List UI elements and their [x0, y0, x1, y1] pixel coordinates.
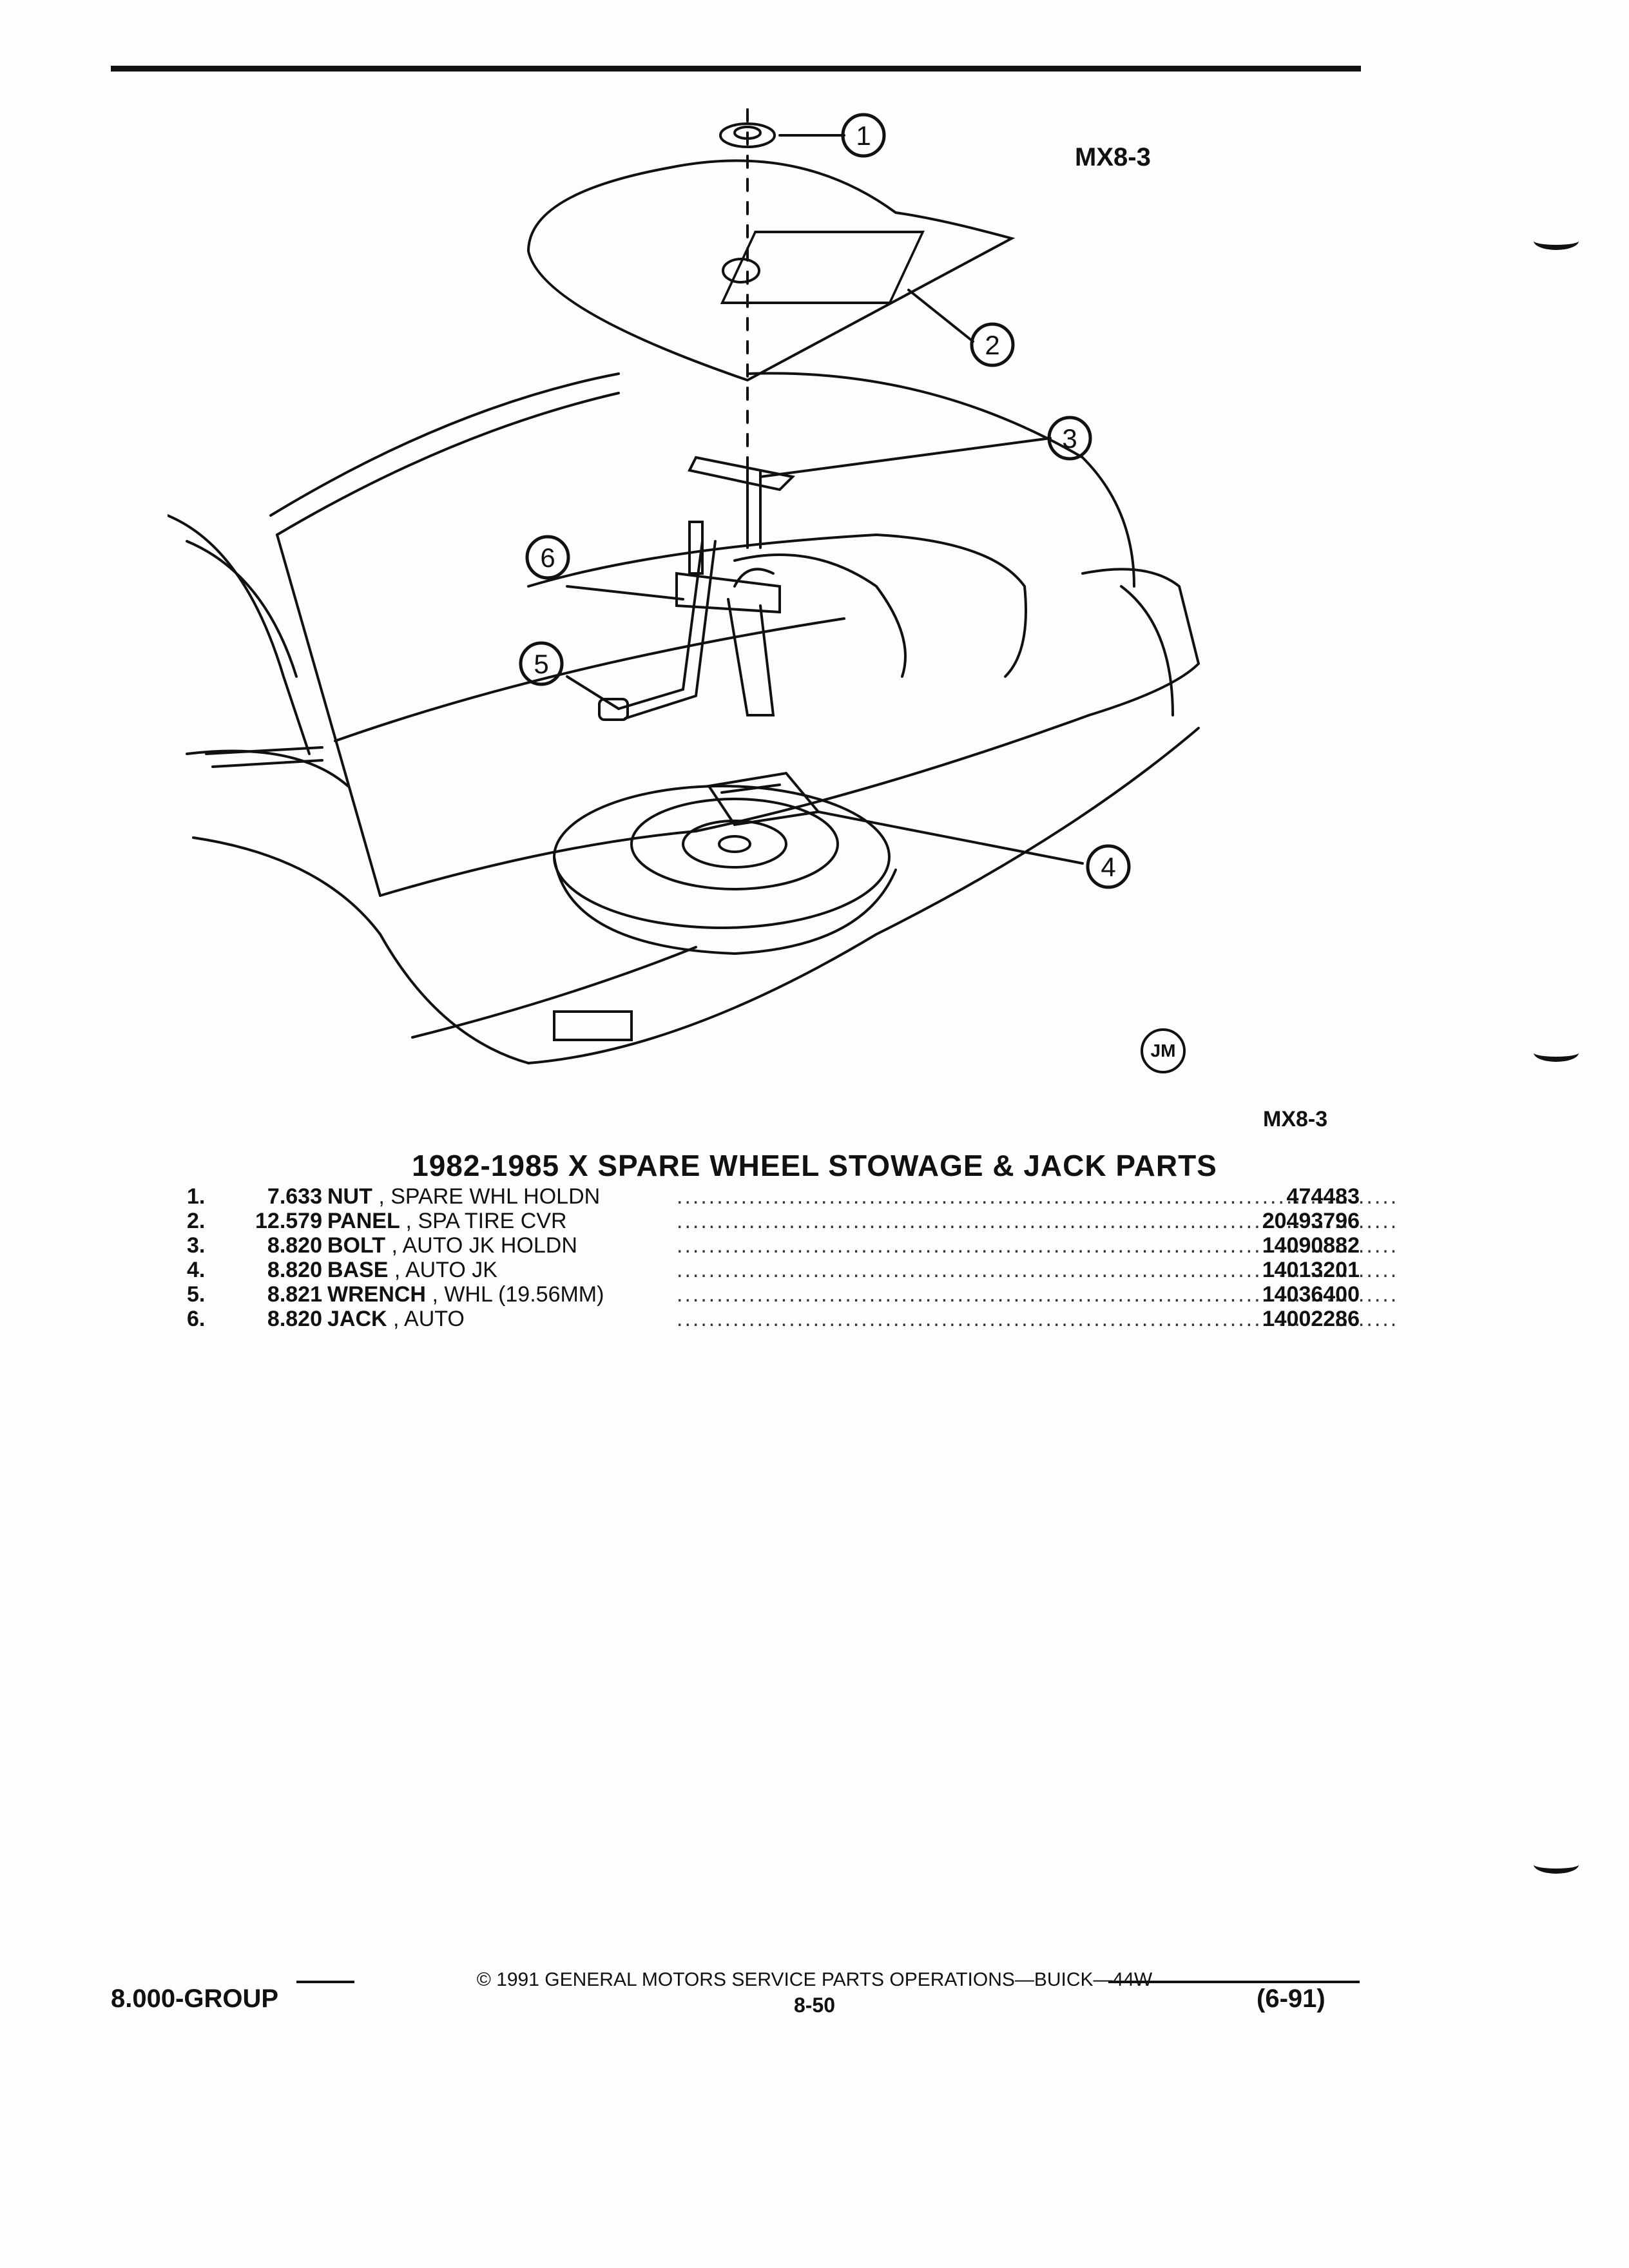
group-number: 8.820: [267, 1258, 322, 1282]
group-number: 12.579: [255, 1209, 322, 1233]
part-number: 14013201: [1262, 1258, 1360, 1282]
parts-list-title: 1982-1985 X SPARE WHEEL STOWAGE & JACK P…: [412, 1149, 1217, 1182]
part-name: JACK , AUTO: [327, 1307, 465, 1331]
figure-reference-bottom: MX8-3: [1263, 1107, 1328, 1131]
parts-row: 2. 12.579 PANEL , SPA TIRE CVR .........…: [187, 1209, 1398, 1233]
parts-row: 4. 8.820 BASE , AUTO JK ................…: [187, 1258, 1398, 1282]
item-number: 6.: [187, 1307, 206, 1331]
item-number: 4.: [187, 1258, 206, 1282]
vehicle-outline: [168, 372, 1200, 1064]
callout-1: 1: [856, 120, 871, 151]
auto-jack: [675, 521, 781, 716]
callout-4: 4: [1101, 852, 1115, 882]
group-number: 8.821: [267, 1282, 322, 1307]
footer-copyright: © 1991 GENERAL MOTORS SERVICE PARTS OPER…: [476, 1969, 1153, 1990]
part-name: WRENCH , WHL (19.56MM): [327, 1282, 604, 1307]
part-name: BOLT , AUTO JK HOLDN: [327, 1233, 577, 1258]
parts-row: 1. 7.633 NUT , SPARE WHL HOLDN .........…: [187, 1184, 1398, 1209]
binding-mark: [1534, 1856, 1579, 1874]
item-number: 5.: [187, 1282, 206, 1307]
callout-5: 5: [534, 649, 548, 679]
part-number: 14036400: [1262, 1282, 1360, 1307]
parts-row: 6. 8.820 JACK , AUTO ...................…: [187, 1307, 1398, 1331]
callout-3: 3: [1062, 423, 1077, 454]
callout-circles: [519, 113, 1131, 889]
jack-holddown-bolt: [688, 456, 796, 549]
callout-6: 6: [540, 543, 555, 573]
footer-date: (6-91): [1257, 1984, 1325, 2013]
group-number: 7.633: [267, 1184, 322, 1209]
leader-dots: ........................................…: [677, 1209, 1398, 1233]
top-rule: [111, 66, 1361, 72]
illustrator-mark: JM: [1141, 1028, 1186, 1073]
part-name: PANEL , SPA TIRE CVR: [327, 1209, 567, 1233]
leader-dots: ........................................…: [677, 1233, 1398, 1258]
wheel-wrench: [598, 540, 717, 721]
item-number: 1.: [187, 1184, 206, 1209]
callout-2: 2: [985, 330, 999, 360]
footer-rule-right: [1108, 1981, 1360, 1983]
group-number: 8.820: [267, 1233, 322, 1258]
leader-lines: [566, 134, 1084, 865]
leader-dots: ........................................…: [677, 1282, 1398, 1307]
part-number: 14090882: [1262, 1233, 1360, 1258]
part-number: 20493796: [1262, 1209, 1360, 1233]
footer-rule-left: [296, 1981, 354, 1983]
figure-reference-top: MX8-3: [1075, 143, 1151, 171]
binding-mark: [1534, 1044, 1579, 1062]
parts-row: 3. 8.820 BOLT , AUTO JK HOLDN ..........…: [187, 1233, 1398, 1258]
group-number: 8.820: [267, 1307, 322, 1331]
footer-group: 8.000-GROUP: [111, 1984, 279, 2013]
part-number: 14002286: [1262, 1307, 1360, 1331]
parts-list: 1. 7.633 NUT , SPARE WHL HOLDN .........…: [187, 1184, 1398, 1331]
leader-dots: ........................................…: [677, 1307, 1398, 1331]
trunk-well: [527, 533, 1027, 956]
item-number: 3.: [187, 1233, 206, 1258]
part-name: BASE , AUTO JK: [327, 1258, 497, 1282]
part-number: 474483: [1286, 1184, 1360, 1209]
part-name: NUT , SPARE WHL HOLDN: [327, 1184, 601, 1209]
item-number: 2.: [187, 1209, 206, 1233]
spare-tire-cover-panel: [526, 159, 1016, 382]
spare-wheel-jack-illustration: 1 2 3 4 5 6: [168, 108, 1200, 1064]
parts-row: 5. 8.821 WRENCH , WHL (19.56MM) ........…: [187, 1282, 1398, 1307]
leader-dots: ........................................…: [677, 1258, 1398, 1282]
leader-dots: ........................................…: [677, 1184, 1398, 1209]
page-number: 8-50: [793, 1994, 836, 2017]
binding-mark: [1534, 232, 1579, 250]
